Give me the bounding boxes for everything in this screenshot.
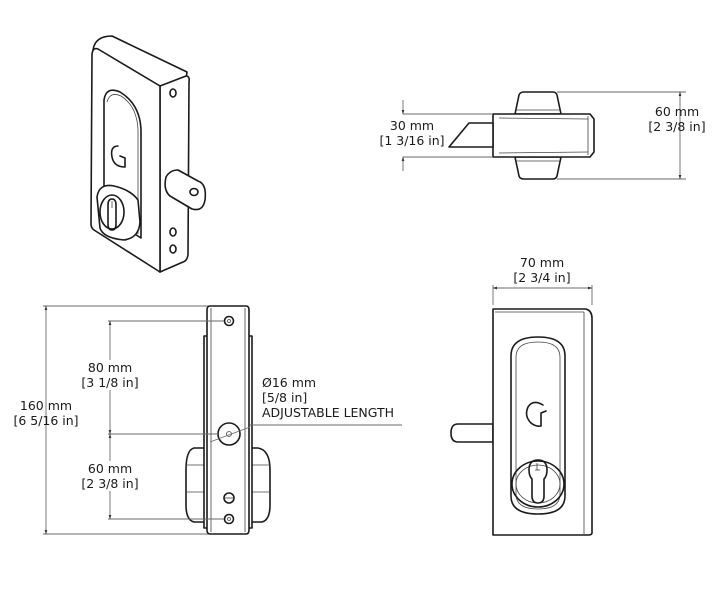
dim-in: [2 3/4 in] [513,270,571,285]
iso-keyhole-icon [107,198,117,231]
isometric-view [90,35,207,273]
dim-mm: 70 mm [519,255,565,270]
iso-bolt [164,169,207,211]
dim-mm: 60 mm [81,461,139,476]
side-overall-height-label: 160 mm [6 5/16 in] [13,398,78,428]
front-width-label: 70 mm [2 3/4 in] [513,255,570,285]
side-cylinder-housing [185,447,209,523]
side-main-plate [206,305,250,535]
front-body [492,308,593,536]
top-upper-knob [514,91,562,115]
front-bolt [450,423,494,443]
front-view [450,285,593,536]
dim-mm: 60 mm [654,104,700,119]
dim-note: ADJUSTABLE LENGTH [262,405,395,420]
front-cylinder-escutcheon [511,460,565,508]
dim-in: [3 1/8 in] [81,375,139,390]
top-body [492,113,595,158]
front-oval-panel [510,336,566,515]
iso-screw-hole [169,88,177,98]
iso-screw-hole [169,227,177,237]
side-view [43,305,402,535]
side-screw [223,315,235,327]
dim-mm: 80 mm [81,360,139,375]
side-bolt-to-lower-label: 60 mm [2 3/8 in] [81,461,139,491]
dim-in: [6 5/16 in] [13,413,79,428]
dim-in: [1 3/16 in] [379,133,445,148]
dim-in: [2 3/8 in] [81,476,139,491]
dim-mm: 30 mm [389,118,435,133]
side-bolt-diameter-label: Ø16 mm [5/8 in] ADJUSTABLE LENGTH [262,375,394,420]
dim-mm: Ø16 mm [262,375,317,390]
iso-screw-hole [169,244,177,254]
top-bolt [448,122,494,148]
iso-oval-panel [103,89,142,239]
top-bolt-height-label: 30 mm [1 3/16 in] [379,118,444,148]
side-screw [223,513,235,525]
dim-mm: 160 mm [19,398,73,413]
front-keyhole-icon [528,459,548,504]
top-lower-knob [514,156,562,180]
dim-in: [2 3/8 in] [648,119,706,134]
iso-cylinder-ring [99,194,125,230]
top-view [401,91,686,180]
front-logo-g-icon [525,401,547,427]
side-upper-to-bolt-label: 80 mm [3 1/8 in] [81,360,139,390]
dim-in: [5/8 in] [262,390,308,405]
iso-logo-g-icon [110,145,126,168]
top-depth-label: 60 mm [2 3/8 in] [648,104,705,134]
